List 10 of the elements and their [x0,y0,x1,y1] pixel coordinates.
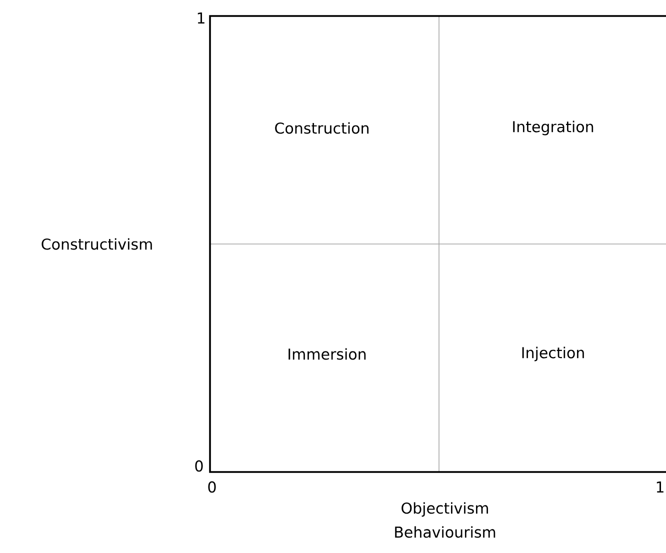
quadrant-label: Immersion [288,348,366,360]
tick-label: 0 [208,481,216,493]
tick-label: 1 [656,482,664,492]
quadrant-label: Integration [513,120,594,136]
quadrant-label: Injection [522,346,584,362]
axis-label: Objectivism Behaviourism [395,502,496,538]
quadrant-label: Construction [275,122,368,134]
tick-label: 1 [198,12,204,24]
axis-label: Constructivism [42,238,152,250]
tick-label: 0 [195,460,203,472]
